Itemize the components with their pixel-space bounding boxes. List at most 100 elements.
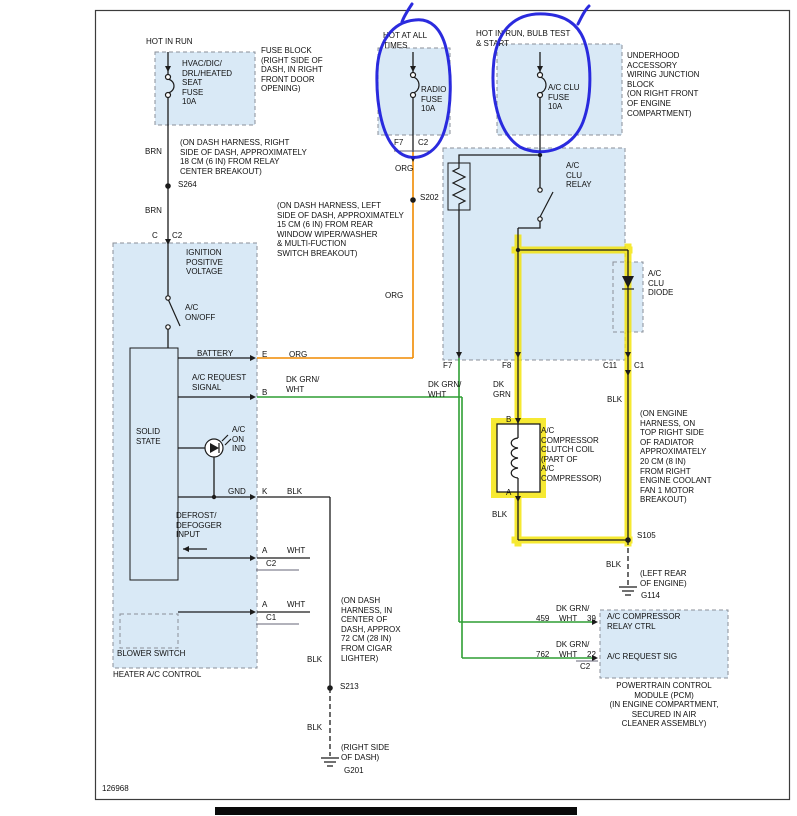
- bottom-black-bar: [215, 807, 577, 815]
- label-s105: S105: [637, 531, 656, 540]
- splice-s264: [165, 183, 171, 189]
- label-s264: S264: [178, 180, 197, 189]
- page-frame: [94, 9, 791, 815]
- symbols: [164, 71, 637, 767]
- label-hot-in-run-bulb-test: HOT IN RUN, BULB TEST & START: [476, 29, 571, 48]
- label-underhood-note: UNDERHOOD ACCESSORY WIRING JUNCTION BLOC…: [627, 51, 700, 118]
- label-term-b: B: [262, 388, 268, 397]
- solid-state-module-box: [129, 347, 179, 581]
- orange-wire: [257, 152, 414, 359]
- label-org-upper: ORG: [395, 164, 414, 173]
- label-c11: C11: [603, 361, 618, 370]
- label-c2-a: C2: [266, 559, 277, 568]
- label-f7-radio: F7: [394, 138, 404, 147]
- ground-g114: [619, 586, 637, 596]
- label-c1-a: C1: [266, 613, 277, 622]
- label-s264-note: (ON DASH HARNESS, RIGHT SIDE OF DASH, AP…: [180, 138, 307, 176]
- label-wht-c2: WHT: [287, 546, 306, 555]
- label-pin-22: 22: [587, 650, 596, 659]
- label-wire-459: 459: [536, 614, 550, 623]
- label-ac-on-off: A/C ON/OFF: [185, 303, 216, 322]
- pcm-box: [599, 609, 729, 679]
- label-heater-ac-control: HEATER A/C CONTROL: [113, 670, 202, 679]
- label-dk-grn-762: DK GRN/: [556, 640, 590, 649]
- label-term-e: E: [262, 350, 268, 359]
- label-wire-762: 762: [536, 650, 550, 659]
- label-term-a-c1: A: [262, 600, 268, 609]
- label-f7-relay: F7: [443, 361, 453, 370]
- label-compressor-clutch: A/C COMPRESSOR CLUTCH COIL (PART OF A/C …: [541, 426, 602, 483]
- label-ac-on-ind: A/C ON IND: [232, 425, 246, 454]
- label-g114: G114: [641, 591, 660, 600]
- black-wires: [167, 52, 629, 756]
- relay-switch: [537, 187, 554, 222]
- label-c1-diode: C1: [634, 361, 645, 370]
- clutch-coil-loops: [510, 437, 519, 479]
- label-term-k: K: [262, 487, 268, 496]
- label-fuse-block-note: FUSE BLOCK (RIGHT SIDE OF DASH, IN RIGHT…: [261, 46, 323, 94]
- label-blk-s213-up: BLK: [307, 655, 323, 664]
- label-ignition-positive-voltage: IGNITION POSITIVE VOLTAGE: [186, 248, 223, 277]
- label-s202-note: (ON DASH HARNESS, LEFT SIDE OF DASH, APP…: [277, 201, 404, 258]
- label-brn-upper: BRN: [145, 147, 162, 156]
- label-blk-comp: BLK: [492, 510, 508, 519]
- label-blk-k: BLK: [287, 487, 303, 496]
- label-dk-grn-wht-b: DK GRN/ WHT: [286, 375, 320, 394]
- label-s105-note: (ON ENGINE HARNESS, ON TOP RIGHT SIDE OF…: [640, 409, 712, 505]
- label-diagram-number: 126968: [102, 784, 129, 793]
- splice-s213: [327, 685, 333, 691]
- label-term-b-comp: B: [506, 415, 512, 424]
- label-pcm-request-sig: A/C REQUEST SIG: [607, 652, 678, 661]
- label-radio-fuse: RADIO FUSE 10A: [421, 85, 447, 114]
- label-term-a-comp: A: [506, 488, 512, 497]
- label-wht-c1: WHT: [287, 600, 306, 609]
- label-c2-pcm: C2: [580, 662, 591, 671]
- label-blk-c1: BLK: [607, 395, 623, 404]
- green-wires: [257, 358, 595, 659]
- label-ac-clu-relay: A/C CLU RELAY: [566, 161, 592, 190]
- label-dk-grn-f8: DK GRN: [493, 380, 511, 399]
- label-hot-in-run: HOT IN RUN: [146, 37, 193, 46]
- label-s213: S213: [340, 682, 359, 691]
- ac-on-indicator-led: [204, 434, 232, 458]
- splice-s202: [410, 197, 416, 203]
- blower-switch-box: [119, 613, 179, 649]
- label-hot-at-all-times: HOT AT ALL TIMES: [383, 31, 428, 50]
- label-brn-lower: BRN: [145, 206, 162, 215]
- label-conn-c: C: [152, 231, 158, 240]
- label-org-mid: ORG: [385, 291, 404, 300]
- label-c2-radio: C2: [418, 138, 429, 147]
- label-pcm-relay-ctrl: A/C COMPRESSOR RELAY CTRL: [607, 612, 681, 631]
- relay-coil: [451, 163, 467, 210]
- fuse-symbol-hvac: [164, 73, 175, 99]
- label-g201: G201: [344, 766, 364, 775]
- splice-s105: [625, 537, 631, 543]
- label-g201-note: (RIGHT SIDE OF DASH): [341, 743, 390, 762]
- label-blk-g114: BLK: [606, 560, 622, 569]
- label-defrost-defogger: DEFROST/ DEFOGGER INPUT: [176, 511, 222, 540]
- label-gnd: GND: [228, 487, 246, 496]
- label-org-e: ORG: [289, 350, 308, 359]
- heater-ac-control-box: [112, 242, 258, 669]
- label-solid-state: SOLID STATE: [136, 427, 161, 446]
- label-blk-s213-dn: BLK: [307, 723, 323, 732]
- label-dk-grn-459: DK GRN/: [556, 604, 590, 613]
- label-wht-762: WHT: [559, 650, 578, 659]
- diode-symbol: [622, 276, 634, 290]
- label-dk-grn-wht-459-v: DK GRN/ WHT: [428, 380, 462, 399]
- label-pcm-note: POWERTRAIN CONTROL MODULE (PCM) (IN ENGI…: [609, 681, 719, 729]
- junction-led-gnd: [211, 494, 217, 500]
- label-wht-459: WHT: [559, 614, 578, 623]
- label-pin-39: 39: [587, 614, 596, 623]
- label-fuse-hvac: HVAC/DIC/ DRL/HEATED SEAT FUSE 10A: [182, 59, 233, 107]
- label-blower-switch: BLOWER SWITCH: [117, 649, 186, 658]
- label-ac-clu-diode: A/C CLU DIODE: [648, 269, 674, 298]
- junction-relay-feed: [537, 152, 543, 158]
- fuse-block-box: [154, 51, 256, 126]
- label-ac-clu-fuse: A/C CLU FUSE 10A: [548, 83, 580, 112]
- ac-on-off-switch: [165, 295, 181, 330]
- label-s202: S202: [420, 193, 439, 202]
- label-conn-c2: C2: [172, 231, 183, 240]
